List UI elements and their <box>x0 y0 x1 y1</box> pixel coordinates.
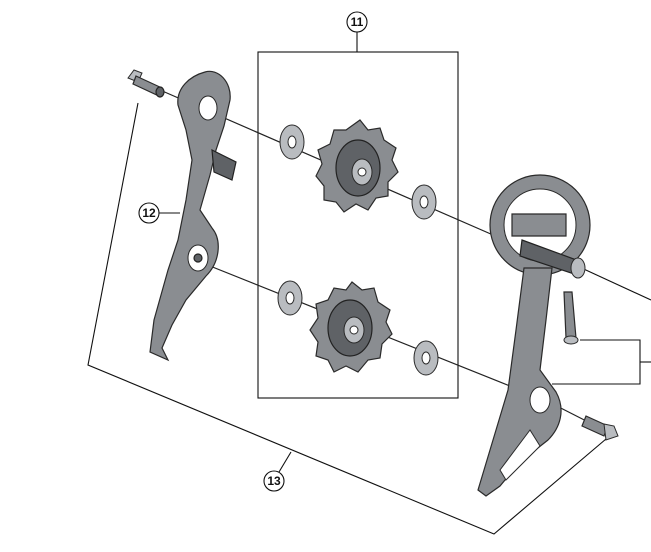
lower-tension-pulley <box>309 281 393 373</box>
upper-washer-right <box>411 184 437 220</box>
callout-12-label: 12 <box>142 206 156 220</box>
outer-cage-plate <box>477 174 591 497</box>
callout-11-group: 11 <box>257 11 459 399</box>
right-callout-bracket <box>552 264 651 385</box>
inner-cage-plate <box>149 70 237 362</box>
lower-washer-right <box>413 340 439 376</box>
callout-13-group: 13 <box>87 102 607 535</box>
callout-11-label: 11 <box>351 15 364 29</box>
upper-washer-left <box>279 124 305 160</box>
callout-13-circle <box>263 470 285 492</box>
callout-11-circle <box>346 11 368 33</box>
cage-bolt-top <box>127 69 165 98</box>
upper-guide-pulley <box>315 119 399 213</box>
cage-bolt-bottom <box>581 415 619 441</box>
cage-assembly-bracket <box>87 102 607 535</box>
callout-13-leader <box>278 451 292 473</box>
callout-12-group: 12 <box>138 202 180 224</box>
callout-13-label: 13 <box>267 474 281 488</box>
lower-washer-left <box>277 280 303 316</box>
stopper-bolt <box>563 291 579 345</box>
pulley-set-box <box>257 51 459 399</box>
